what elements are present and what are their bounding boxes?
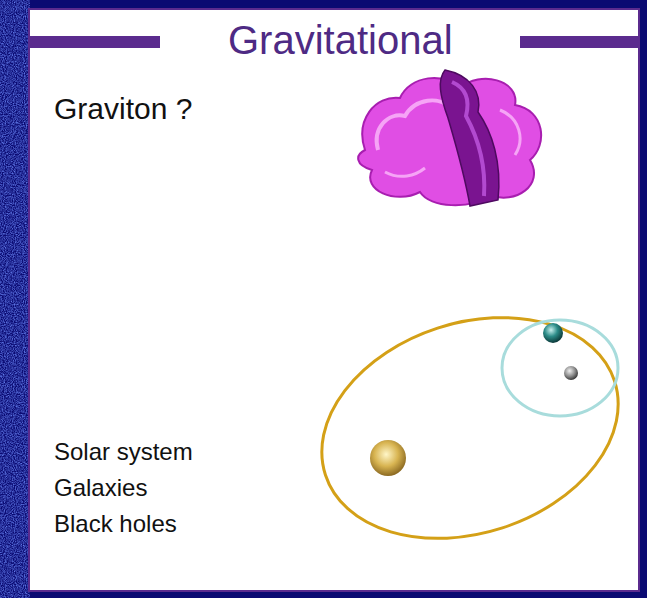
- example-item: Solar system: [54, 438, 193, 466]
- blob-highlight: [500, 110, 520, 155]
- planet: [543, 323, 563, 343]
- title-bar-right: [520, 36, 640, 48]
- blob-slice: [440, 70, 499, 206]
- moon: [564, 366, 578, 380]
- example-item: Galaxies: [54, 474, 147, 502]
- title-bar-left: [30, 36, 160, 48]
- sun: [370, 440, 406, 476]
- graviton-label: Graviton ?: [54, 92, 192, 127]
- slide-title: Gravitational: [216, 18, 465, 62]
- example-item: Black holes: [54, 510, 177, 538]
- blob-highlight: [377, 100, 450, 150]
- panel-ground: [28, 8, 640, 592]
- panel-box: Graviton ? Solar systemGalaxiesBlack hole…: [28, 8, 640, 592]
- blob-slice-highlight: [452, 82, 484, 196]
- planet-orbit: [293, 281, 647, 575]
- graviton-blob: [358, 70, 541, 206]
- texture-strip: [0, 0, 30, 598]
- orbit-figure: [293, 281, 647, 575]
- blob-highlight: [385, 168, 425, 176]
- moon-orbit: [502, 320, 618, 416]
